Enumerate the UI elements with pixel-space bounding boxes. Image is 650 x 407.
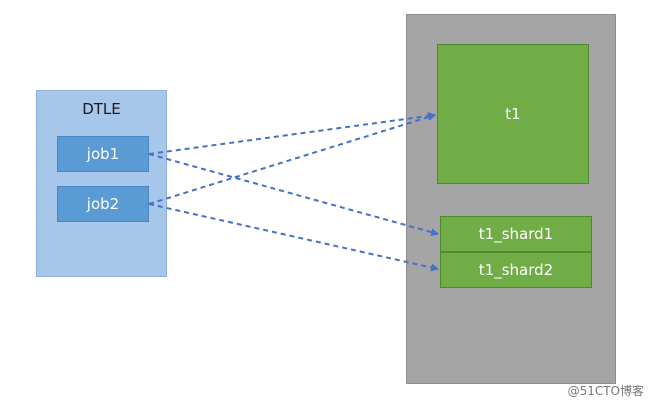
job2-box: job2 xyxy=(57,186,149,222)
dtle-title: DTLE xyxy=(82,100,121,118)
table-t1-shard2: t1_shard2 xyxy=(440,252,592,288)
table-t1-shard1: t1_shard1 xyxy=(440,216,592,252)
job1-box: job1 xyxy=(57,136,149,172)
arrow-job1-to-t1 xyxy=(148,111,436,155)
arrow-job2-to-shard2 xyxy=(148,203,439,272)
watermark: @51CTO博客 xyxy=(567,384,644,398)
dtle-panel xyxy=(36,90,167,277)
table-t1: t1 xyxy=(437,44,589,184)
arrow-job2-to-t1 xyxy=(148,113,436,205)
arrow-job1-to-shard1 xyxy=(148,153,439,236)
